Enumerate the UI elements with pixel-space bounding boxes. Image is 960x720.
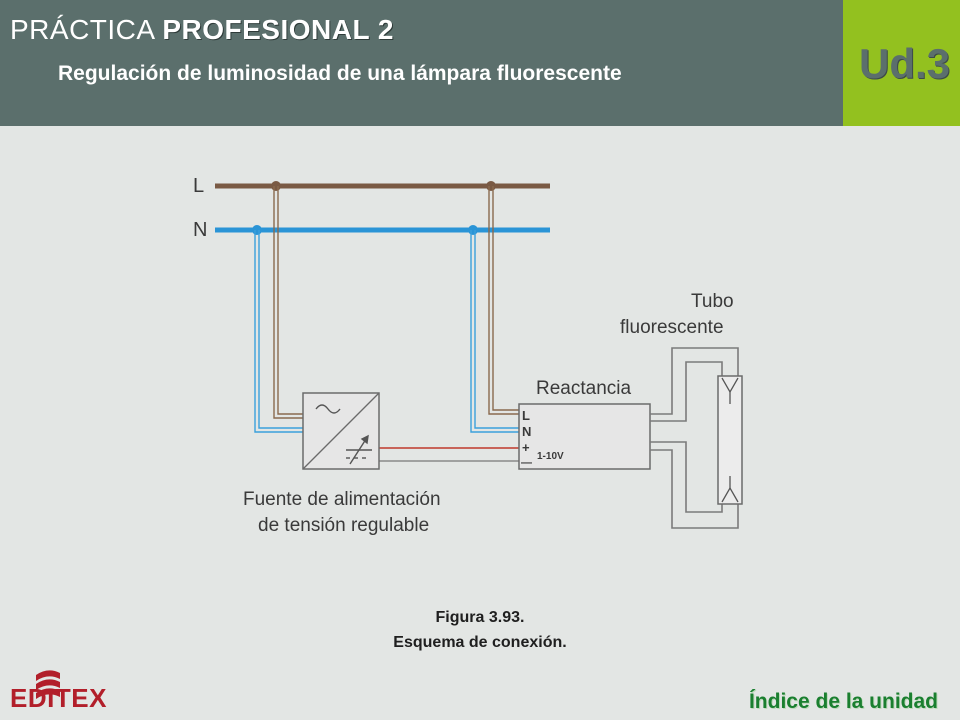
tube-label-2: fluorescente <box>620 317 724 338</box>
ballast-term-l: L <box>522 408 530 423</box>
unit-label: Ud.3 <box>858 40 950 87</box>
unit-index-link[interactable]: Índice de la unidad <box>748 690 938 713</box>
ac-sine-icon <box>315 404 341 414</box>
editex-logo-text: EDITEX <box>10 683 107 713</box>
label-n: N <box>193 219 207 241</box>
ballast-term-n: N <box>522 424 531 439</box>
page-subtitle: Regulación de luminosidad de una lámpara… <box>58 62 622 85</box>
fluorescent-tube <box>717 375 743 505</box>
unit-badge: Ud.3 <box>843 0 960 126</box>
ballast-phase-wire <box>488 186 519 415</box>
supply-phase-wire <box>273 186 303 419</box>
figure-caption: Esquema de conexión. <box>393 634 567 651</box>
page-title: PRÁCTICA PROFESIONAL 2 <box>10 14 394 46</box>
title-bold: PROFESIONAL 2 <box>162 14 394 45</box>
tube-label-1: Tubo <box>691 291 734 312</box>
neutral-junction-1 <box>252 225 262 235</box>
editex-logo-icon <box>36 670 60 699</box>
header-bar: PRÁCTICA PROFESIONAL 2 Regulación de lum… <box>0 0 843 126</box>
wiring-diagram: L N Fuente de alimenta <box>193 175 743 536</box>
supply-neutral-wire <box>254 230 303 433</box>
ballast-term-plus: + <box>522 440 530 455</box>
supply-label-1: Fuente de alimentación <box>243 489 441 510</box>
label-l: L <box>193 175 204 197</box>
phase-junction-1 <box>271 181 281 191</box>
ballast-label: Reactancia <box>536 378 631 399</box>
phase-junction-2 <box>486 181 496 191</box>
title-prefix: PRÁCTICA <box>10 14 163 45</box>
ballast-neutral-wire <box>470 230 519 433</box>
neutral-junction-2 <box>468 225 478 235</box>
ballast-block: L N + — 1-10V <box>518 403 651 470</box>
ballast-control-label: 1-10V <box>537 451 564 462</box>
figure-number: Figura 3.93. <box>435 609 525 626</box>
ballast-term-minus: — <box>521 457 532 469</box>
supply-label-2: de tensión regulable <box>258 515 429 536</box>
power-supply-block <box>302 392 380 470</box>
adjustable-dc-icon <box>346 434 372 465</box>
tube-wires <box>650 347 739 529</box>
